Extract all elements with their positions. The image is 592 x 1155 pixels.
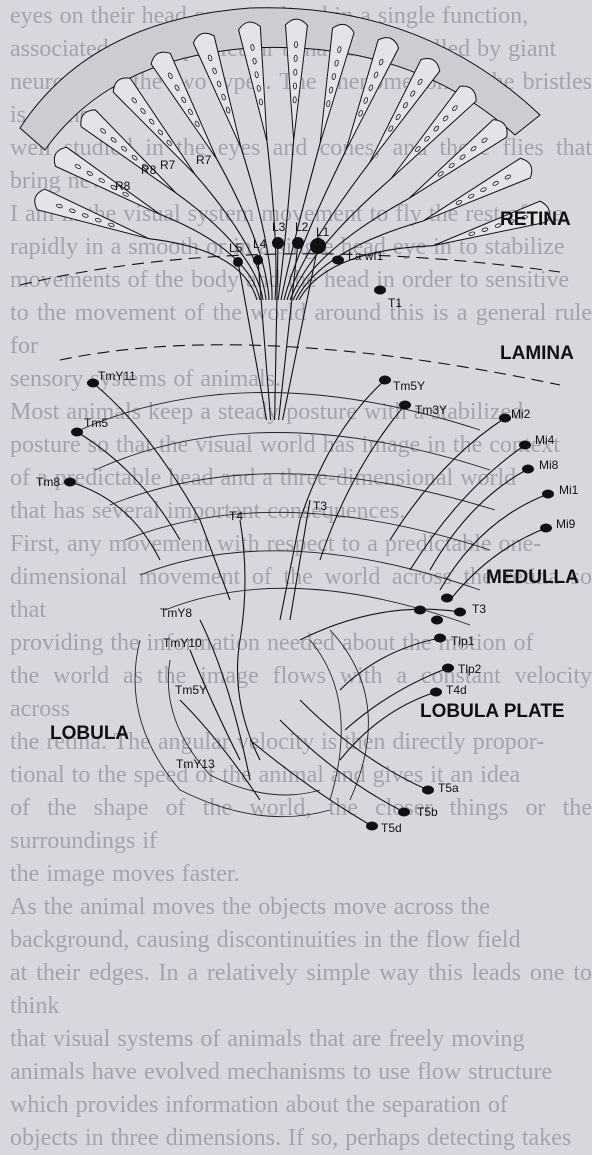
label-mi1: Mi1 [559, 483, 579, 497]
retina-ommatidia [20, 8, 549, 246]
region-label-lobula: LOBULA [50, 723, 129, 744]
label-r7: R7 [160, 158, 176, 172]
neuron-process [450, 528, 546, 600]
region-label-retina: RETINA [500, 209, 571, 230]
neuron-soma [332, 256, 344, 265]
label-tmy10: TmY10 [163, 636, 202, 650]
label-t5a: T5a [438, 781, 459, 795]
label-r8: R8 [141, 163, 157, 177]
label-l1: L1 [316, 225, 330, 239]
label-l5: L5 [229, 241, 243, 255]
label-t4d: T4d [446, 683, 467, 697]
photoreceptor-axons [149, 140, 433, 420]
label-tm8: Tm8 [36, 475, 60, 489]
region-label-medulla: MEDULLA [486, 567, 579, 588]
neuron-soma [374, 286, 386, 295]
neuron-process [390, 418, 505, 540]
label-mi8: Mi8 [539, 458, 559, 472]
neuron-process [70, 482, 160, 560]
neuron-process [238, 520, 261, 760]
label-r8: R8 [115, 179, 131, 193]
neuron-process [280, 720, 404, 812]
photoreceptor-axon [241, 148, 272, 300]
label-tmy11: TmY11 [98, 369, 136, 383]
label-mi9: Mi9 [556, 517, 576, 531]
label-l3: L3 [272, 220, 286, 234]
region-label-lamina: LAMINA [500, 343, 574, 364]
background-text-line: the image moves faster. [10, 858, 592, 891]
neuron-process [250, 740, 372, 826]
label-t1: T1 [388, 296, 402, 310]
neuron-processes [64, 256, 554, 831]
medulla-neuropil [80, 393, 495, 626]
background-text-line: background, causing discontinuities in t… [10, 924, 592, 957]
label-t5d: T5d [381, 821, 402, 835]
label-l2: L2 [295, 220, 309, 234]
label-tm5y: Tm5Y [175, 683, 207, 697]
neuron-process [290, 500, 310, 620]
background-text-line: As the animal moves the objects move acr… [10, 891, 592, 924]
background-text-line: objects in three dimensions. If so, perh… [10, 1122, 592, 1155]
label-t3: T3 [313, 499, 327, 513]
label-t3: T3 [472, 602, 486, 616]
neuron-process [340, 638, 440, 690]
label-tm3y: Tm3Y [415, 403, 447, 417]
neuron-process [430, 469, 528, 570]
photoreceptor-axon [284, 151, 346, 300]
background-text-line: animals have evolved mechanisms to use f… [10, 1056, 592, 1089]
label-t5b: T5b [417, 805, 438, 819]
label-mi2: Mi2 [511, 407, 531, 421]
neuron-process [180, 700, 260, 800]
label-tlp2: Tlp2 [458, 662, 482, 676]
label-mi4: Mi4 [535, 433, 555, 447]
neuron-soma [431, 616, 443, 625]
label-tm5: Tm5 [84, 416, 108, 430]
label-t4: T4 [229, 509, 243, 523]
background-text-line: at their edges. In a relatively simple w… [10, 957, 592, 1023]
neuron-process [300, 700, 428, 790]
background-text-line: that visual systems of animals that are … [10, 1023, 592, 1056]
background-text-line: which provides information about the sep… [10, 1089, 592, 1122]
neuron-process [200, 620, 250, 780]
label-tm5y: Tm5Y [393, 379, 425, 393]
label-tlp1: Tlp1 [451, 634, 475, 648]
lamina-neuron-axon [238, 262, 267, 420]
label-la-wf1: La wf1 [348, 249, 384, 263]
label-tmy8: TmY8 [160, 606, 192, 620]
fly-visual-system-diagram: RETINA LAMINA MEDULLA LOBULA PLATE LOBUL… [0, 0, 592, 841]
lamina-neuron-axon [258, 260, 271, 420]
neuron-soma [414, 606, 426, 615]
label-r7: R7 [196, 153, 212, 167]
label-l4: L4 [253, 237, 267, 251]
neuron-process [77, 432, 180, 540]
label-tmy13: TmY13 [176, 757, 215, 771]
region-label-lobula-plate: LOBULA PLATE [420, 701, 565, 722]
ommatidium [285, 19, 307, 140]
